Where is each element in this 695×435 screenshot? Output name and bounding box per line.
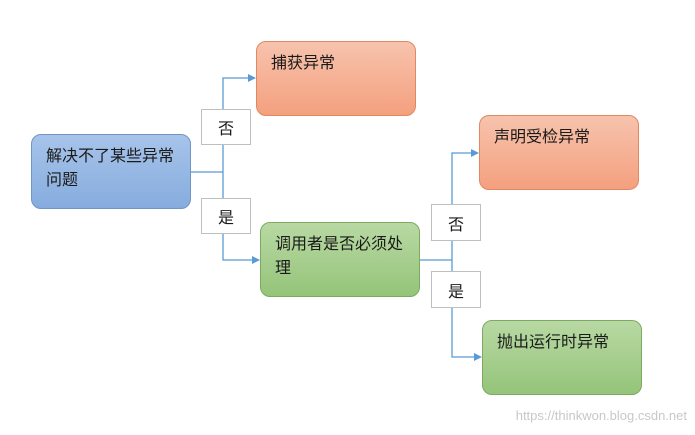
edge-label-root-yes: 是: [201, 198, 251, 234]
node-root: 解决不了某些异常问题: [31, 134, 191, 209]
node-throw-runtime: 抛出运行时异常: [482, 320, 642, 395]
edge-label-handle-yes: 是: [431, 271, 481, 308]
node-must-handle-text: 调用者是否必须处理: [275, 234, 404, 277]
watermark-text: https://thinkwon.blog.csdn.net: [515, 408, 687, 423]
node-catch-text: 捕获异常: [271, 53, 336, 72]
node-catch: 捕获异常: [256, 41, 416, 116]
node-declare: 声明受检异常: [479, 115, 639, 190]
node-declare-text: 声明受检异常: [494, 127, 591, 146]
edge-label-handle-no: 否: [431, 204, 481, 241]
node-must-handle: 调用者是否必须处理: [260, 222, 420, 297]
node-root-text: 解决不了某些异常问题: [46, 146, 175, 189]
node-throw-runtime-text: 抛出运行时异常: [497, 332, 610, 351]
edge-label-root-no: 否: [201, 109, 251, 145]
